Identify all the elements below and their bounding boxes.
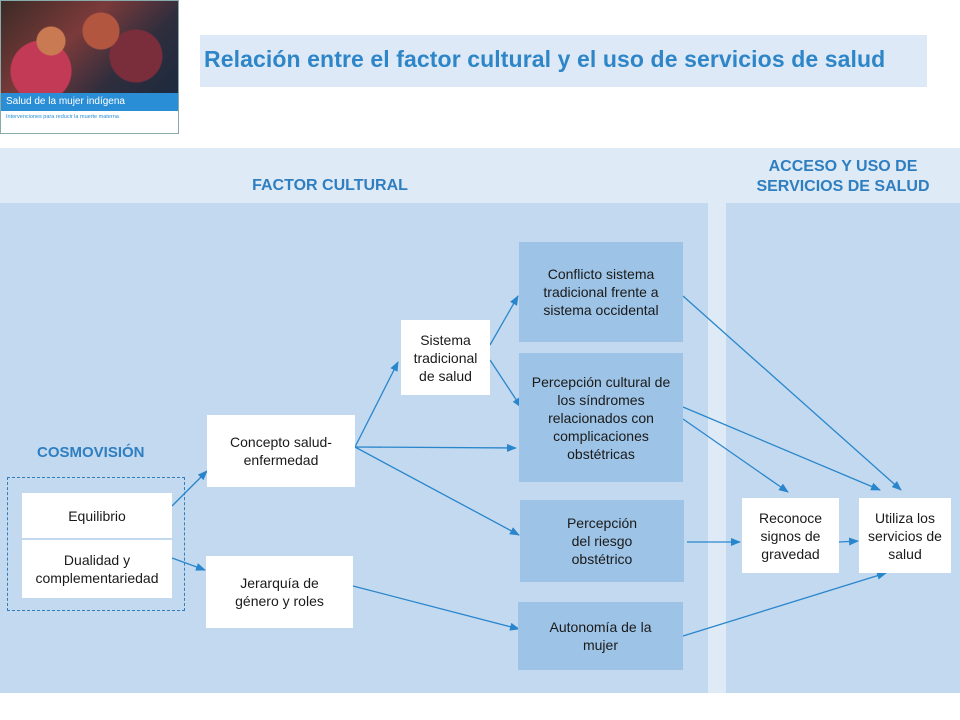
cover-subtitle: Intervenciones para reducir la muerte ma…: [6, 114, 119, 120]
node-jerarquia: Jerarquía de género y roles: [206, 556, 353, 628]
cover-photo: [1, 1, 178, 93]
node-sistema: Sistema tradicional de salud: [401, 320, 490, 395]
node-dualidad: Dualidad y complementariedad: [22, 540, 172, 598]
cover-title: Salud de la mujer indígena: [6, 96, 125, 107]
node-reconoce: Reconoce signos de gravedad: [742, 498, 839, 573]
book-cover-thumbnail: Salud de la mujer indígena Intervencione…: [0, 0, 179, 134]
acceso-panel: [726, 203, 960, 693]
node-percepcion-riesgo: Percepción del riesgo obstétrico: [520, 500, 684, 582]
node-conflicto: Conflicto sistema tradicional frente a s…: [519, 242, 683, 342]
factor-cultural-header-band: [0, 148, 708, 203]
node-autonomia: Autonomía de la mujer: [518, 602, 683, 670]
node-percepcion-cultural: Percepción cultural de los síndromes rel…: [519, 353, 683, 482]
title-bar: Relación entre el factor cultural y el u…: [200, 35, 927, 87]
page-title: Relación entre el factor cultural y el u…: [204, 46, 886, 72]
acceso-heading: ACCESO Y USO DE SERVICIOS DE SALUD: [756, 158, 930, 195]
node-equilibrio: Equilibrio: [22, 493, 172, 538]
panel-divider: [708, 203, 726, 693]
cosmovision-heading: COSMOVISIÓN: [37, 444, 145, 461]
cosmovision-dashed-frame: [7, 477, 185, 611]
node-utiliza: Utiliza los servicios de salud: [859, 498, 951, 573]
acceso-header-band: [726, 148, 960, 203]
header-band-gap: [708, 148, 726, 203]
factor-cultural-heading: FACTOR CULTURAL: [252, 177, 408, 194]
cover-title-band: Salud de la mujer indígena: [1, 93, 178, 111]
node-concepto: Concepto salud-enfermedad: [207, 415, 355, 487]
